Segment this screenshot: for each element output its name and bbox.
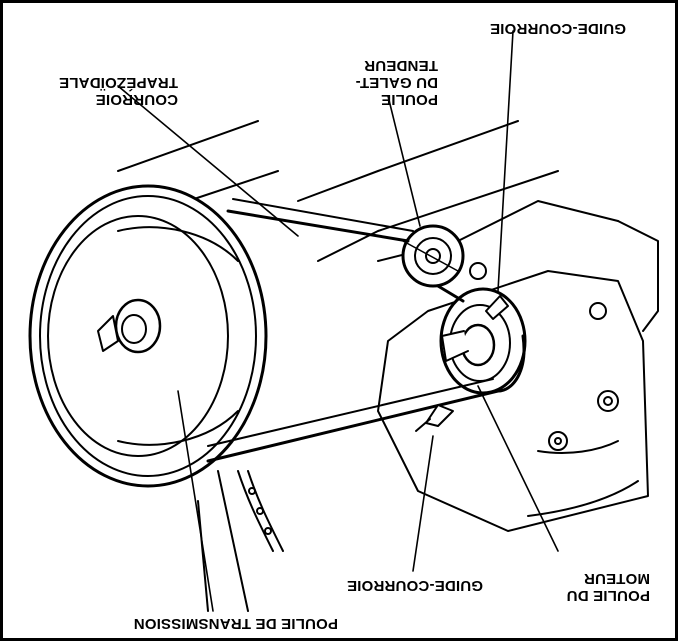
leader-poulie-transmission xyxy=(177,390,214,612)
drive-chain xyxy=(197,470,284,612)
leader-guide-courroie-top xyxy=(497,30,514,292)
label-guide-courroie-top: GUIDE-COURROIE xyxy=(490,20,626,37)
label-courroie-1: COURROIE xyxy=(96,91,178,108)
leader-guide-courroie-bottom xyxy=(412,435,434,572)
leader-poulie-galet xyxy=(387,95,421,227)
idler-pulley xyxy=(401,224,465,288)
labels: GUIDE-COURROIE POULIE DU GALET- TENDEUR … xyxy=(59,20,650,632)
engine-pulley xyxy=(439,287,527,395)
label-guide-courroie-bottom: GUIDE-COURROIE xyxy=(347,577,483,594)
belt-guide-lower xyxy=(415,404,454,432)
label-poulie-galet-1: POULIE xyxy=(381,91,438,108)
label-poulie-transmission: POULIE DE TRANSMISSION xyxy=(134,615,338,632)
label-poulie-moteur-2: MOTEUR xyxy=(584,570,650,587)
label-poulie-galet-3: TENDEUR xyxy=(364,57,438,74)
leader-lines xyxy=(117,30,559,612)
v-belt xyxy=(206,198,526,463)
leader-courroie xyxy=(117,85,299,237)
label-poulie-moteur-1: POULIE DU xyxy=(567,587,650,604)
rotated-content: GUIDE-COURROIE POULIE DU GALET- TENDEUR … xyxy=(28,20,659,632)
belt-guide-upper xyxy=(485,295,509,320)
leader-poulie-moteur xyxy=(477,385,559,552)
label-courroie-2: TRAPÉZOÏDALE xyxy=(59,74,178,91)
label-poulie-galet-2: DU GALET- xyxy=(355,74,438,91)
transmission-pulley xyxy=(28,184,268,488)
